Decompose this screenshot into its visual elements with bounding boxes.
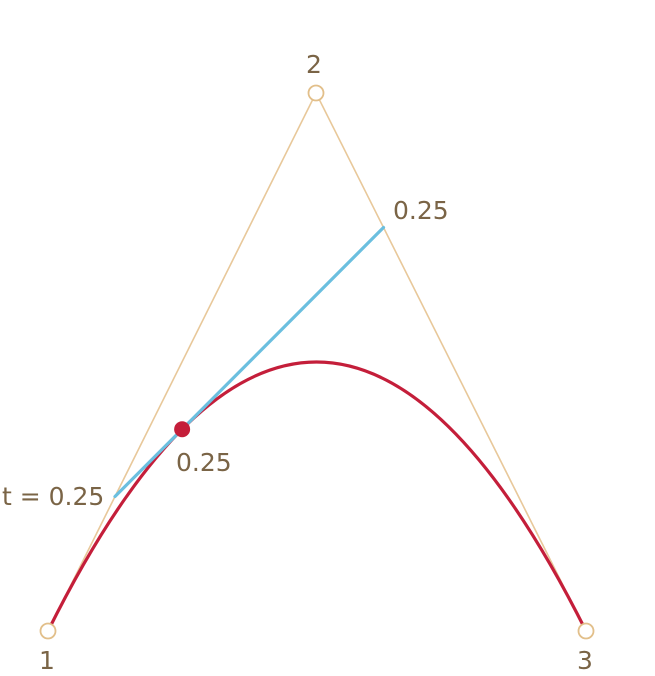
segment-ratio-label-upper: 0.25 xyxy=(393,196,449,225)
curve-point-ratio-label: 0.25 xyxy=(176,448,232,477)
control-polygon-segment-1-2 xyxy=(47,92,317,632)
control-point-label-1: 1 xyxy=(39,646,55,675)
t-value-label: t = 0.25 xyxy=(2,482,105,511)
point-on-curve xyxy=(174,421,191,438)
interpolation-segment xyxy=(113,225,386,499)
control-polygon-segment-2-3 xyxy=(315,92,587,632)
control-point-1[interactable] xyxy=(39,622,57,640)
control-point-label-3: 3 xyxy=(577,646,593,675)
control-point-3[interactable] xyxy=(577,622,595,640)
bezier-curve xyxy=(46,360,588,632)
control-point-2[interactable] xyxy=(307,84,325,102)
control-point-label-2: 2 xyxy=(306,50,322,79)
